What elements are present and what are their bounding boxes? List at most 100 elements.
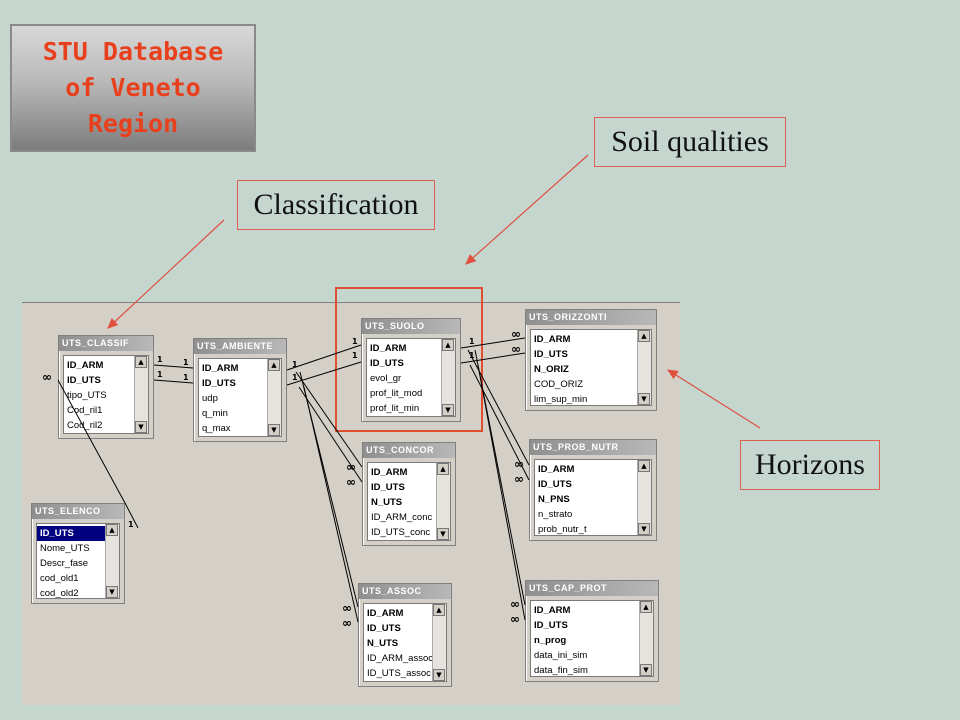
table-field[interactable]: q_max [202, 423, 231, 434]
field-list[interactable]: ID_ARM ID_UTS N_PNS n_strato prob_nutr_t [535, 460, 637, 535]
table-field[interactable]: N_ORIZ [534, 364, 569, 375]
scroll-down-icon[interactable]: ▼ [437, 528, 449, 540]
table-field[interactable]: ID_ARM [67, 360, 104, 371]
scrollbar[interactable]: ▲▼ [637, 460, 651, 535]
table-field[interactable]: ID_UTS [37, 526, 105, 541]
table-field[interactable]: N_UTS [367, 638, 399, 649]
table-title[interactable]: UTS_ASSOC [359, 584, 451, 599]
table-field[interactable]: lim_sup_min [534, 394, 588, 405]
scroll-up-icon[interactable]: ▲ [106, 524, 118, 536]
table-title[interactable]: UTS_AMBIENTE [194, 339, 286, 354]
table-field[interactable]: cod_old1 [40, 573, 79, 584]
scrollbar[interactable]: ▲▼ [267, 359, 281, 436]
scroll-down-icon[interactable]: ▼ [442, 404, 454, 416]
table-title[interactable]: UTS_PROB_NUTR [530, 440, 656, 455]
table-field[interactable]: ID_UTS [370, 358, 404, 369]
table-field[interactable]: ID_ARM [534, 334, 571, 345]
scroll-up-icon[interactable]: ▲ [640, 601, 652, 613]
table-uts-suolo[interactable]: UTS_SUOLO ID_ARM ID_UTS evol_gr prof_lit_mo… [361, 318, 461, 422]
table-field[interactable]: ID_UTS [534, 349, 568, 360]
scroll-down-icon[interactable]: ▼ [268, 424, 280, 436]
table-title[interactable]: UTS_ELENCO [32, 504, 124, 519]
table-field[interactable]: COD_ORIZ [534, 379, 584, 390]
table-field[interactable]: Cod_ril2 [67, 420, 103, 431]
scrollbar[interactable]: ▲▼ [639, 601, 653, 676]
table-title[interactable]: UTS_CAP_PROT [526, 581, 658, 596]
table-uts-classif[interactable]: UTS_CLASSIF ID_ARM ID_UTS tipo_UTS Cod_ril1… [58, 335, 154, 439]
table-field[interactable]: Cod_ril1 [67, 405, 103, 416]
table-uts-orizzonti[interactable]: UTS_ORIZZONTI ID_ARM ID_UTS N_ORIZ COD_ORIZ… [525, 309, 657, 411]
table-title[interactable]: UTS_CONCOR [363, 443, 455, 458]
scroll-up-icon[interactable]: ▲ [433, 604, 445, 616]
table-field[interactable]: udp [202, 393, 218, 404]
table-field[interactable]: prof_lit_mod [370, 388, 423, 399]
table-field[interactable]: evol_gr [370, 373, 402, 384]
table-title[interactable]: UTS_SUOLO [362, 319, 460, 334]
scroll-down-icon[interactable]: ▼ [106, 586, 118, 598]
scroll-up-icon[interactable]: ▲ [135, 356, 147, 368]
table-title[interactable]: UTS_ORIZZONTI [526, 310, 656, 325]
scroll-up-icon[interactable]: ▲ [638, 330, 650, 342]
table-title[interactable]: UTS_CLASSIF [59, 336, 153, 351]
table-field[interactable]: ID_UTS [538, 479, 572, 490]
table-field[interactable]: data_fin_sim [534, 665, 588, 676]
scroll-down-icon[interactable]: ▼ [638, 393, 650, 405]
table-field[interactable]: ID_UTS [367, 623, 401, 634]
table-field[interactable]: ID_ARM [538, 464, 575, 475]
table-field[interactable]: prof_lit_min [370, 403, 420, 414]
scrollbar[interactable]: ▲▼ [637, 330, 651, 405]
scroll-up-icon[interactable]: ▲ [437, 463, 449, 475]
scrollbar[interactable]: ▲▼ [432, 604, 446, 681]
scroll-up-icon[interactable]: ▲ [638, 460, 650, 472]
table-field[interactable]: prob_nutr_t [538, 524, 587, 535]
table-field[interactable]: ID_ARM [371, 467, 408, 478]
scrollbar[interactable]: ▲▼ [105, 524, 119, 598]
field-list[interactable]: ID_ARM ID_UTS N_ORIZ COD_ORIZ lim_sup_min [531, 330, 637, 405]
table-field[interactable]: ID_ARM [370, 343, 407, 354]
scroll-down-icon[interactable]: ▼ [433, 669, 445, 681]
scroll-up-icon[interactable]: ▲ [268, 359, 280, 371]
field-list[interactable]: ID_ARM ID_UTS evol_gr prof_lit_mod prof_lit_… [367, 339, 441, 416]
table-field[interactable]: n_strato [538, 509, 573, 520]
scroll-up-icon[interactable]: ▲ [442, 339, 454, 351]
table-field[interactable]: ID_UTS [202, 378, 236, 389]
table-field[interactable]: ID_ARM [202, 363, 239, 374]
scroll-down-icon[interactable]: ▼ [638, 523, 650, 535]
table-field[interactable]: tipo_UTS [67, 390, 107, 401]
table-field[interactable]: ID_UTS [67, 375, 101, 386]
table-field[interactable]: Descr_fase [40, 558, 89, 569]
scrollbar[interactable]: ▲▼ [134, 356, 148, 433]
table-field[interactable]: N_PNS [538, 494, 570, 505]
field-list-box[interactable]: ID_ARM ID_UTS evol_gr prof_lit_mod prof_lit_… [366, 338, 456, 417]
table-field[interactable]: ID_UTS_conc [371, 527, 431, 538]
scrollbar[interactable]: ▲▼ [436, 463, 450, 540]
table-field[interactable]: ID_UTS [534, 620, 568, 631]
table-field[interactable]: ID_UTS [371, 482, 405, 493]
scroll-down-icon[interactable]: ▼ [135, 421, 147, 433]
table-field[interactable]: n_prog [534, 635, 567, 646]
table-field[interactable]: cod_old2 [40, 588, 79, 599]
table-field[interactable]: q_min [202, 408, 228, 419]
scroll-down-icon[interactable]: ▼ [640, 664, 652, 676]
table-field[interactable]: data_ini_sim [534, 650, 588, 661]
table-field[interactable]: N_UTS [371, 497, 403, 508]
